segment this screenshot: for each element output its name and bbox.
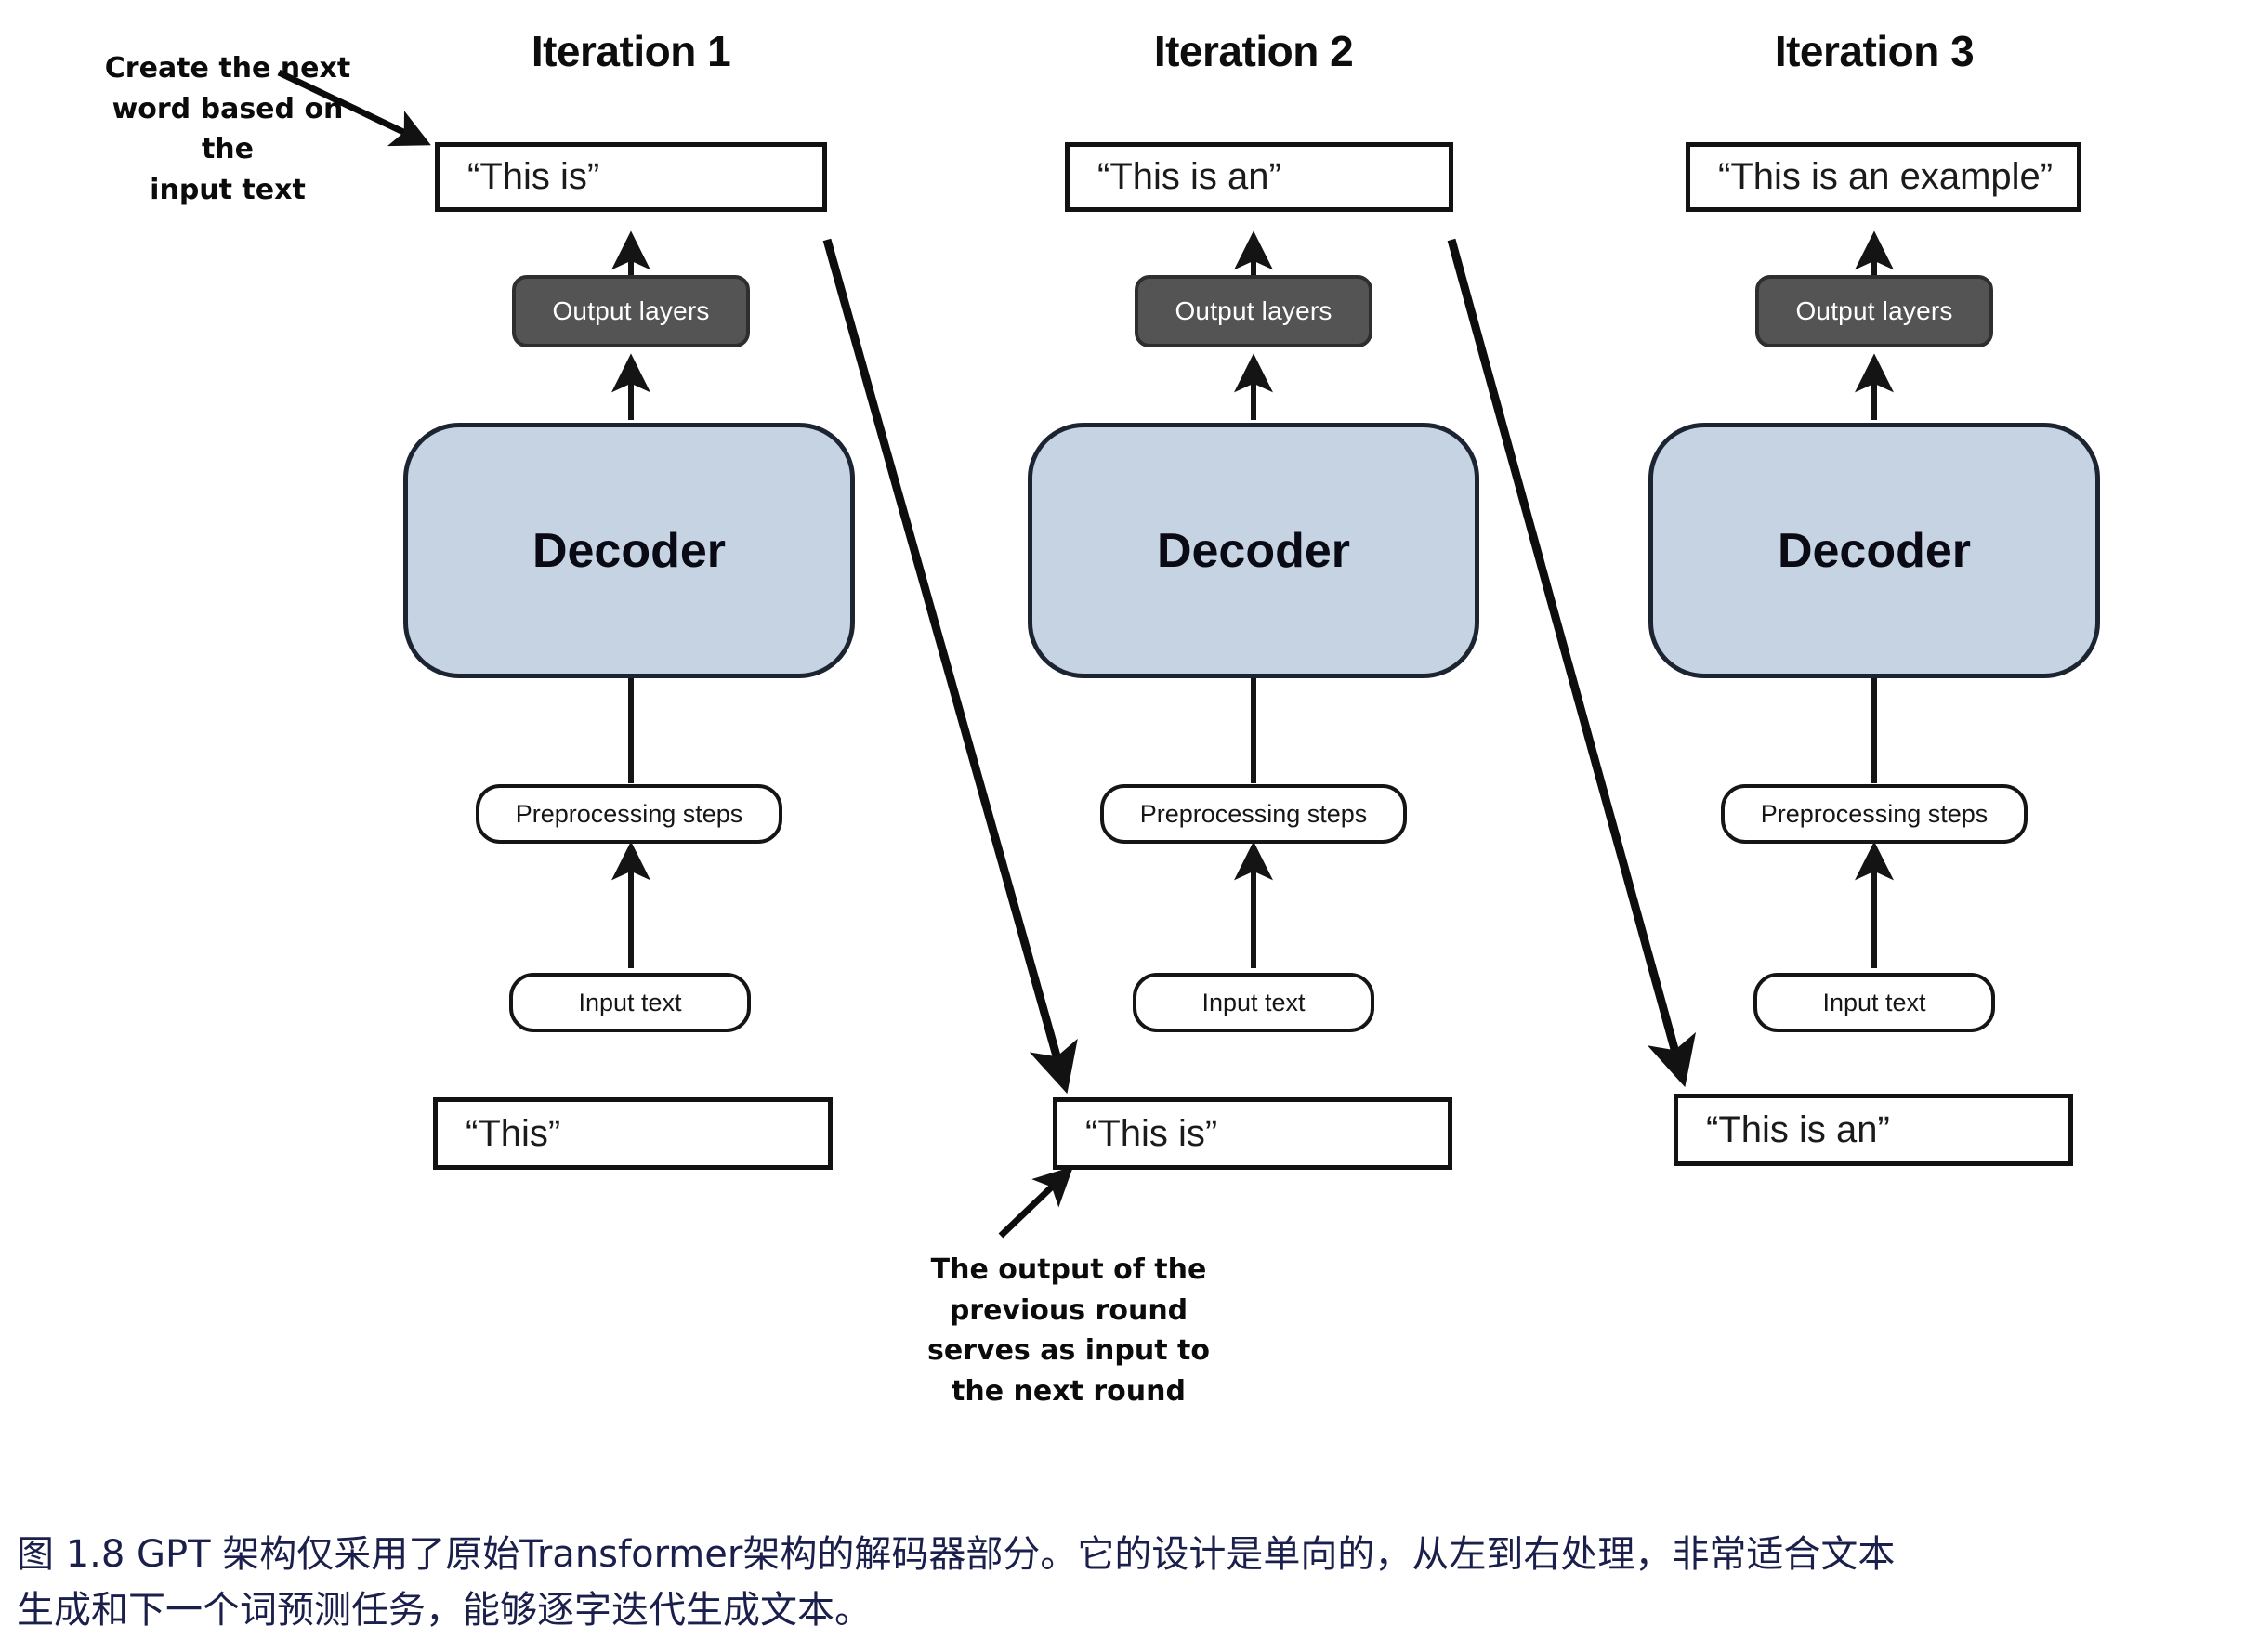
caption-line-1: 图 1.8 GPT 架构仅采用了原始Transformer架构的解码器部分。它的… bbox=[17, 1533, 1896, 1576]
iteration-3-decoder: Decoder bbox=[1648, 423, 2100, 678]
iteration-1-input-text: Input text bbox=[509, 973, 751, 1032]
iteration-3-input-string-box: “This is an” bbox=[1674, 1094, 2073, 1166]
iteration-2-output-textbox: “This is an” bbox=[1065, 142, 1453, 212]
iteration-2-input-string-box: “This is” bbox=[1053, 1097, 1452, 1170]
iteration-2-decoder: Decoder bbox=[1028, 423, 1479, 678]
iteration-2-preprocessing-steps: Preprocessing steps bbox=[1100, 784, 1407, 844]
column-title-iteration-2: Iteration 2 bbox=[1153, 27, 1354, 75]
column-title-iteration-1: Iteration 1 bbox=[531, 27, 731, 75]
iteration-1-preprocessing-steps: Preprocessing steps bbox=[476, 784, 782, 844]
iteration-1-output-textbox: “This is” bbox=[435, 142, 827, 212]
iteration-3-output-layers: Output layers bbox=[1755, 275, 1993, 347]
bottom-note-pointer-arrow bbox=[998, 1166, 1074, 1239]
iteration-3-input-text: Input text bbox=[1753, 973, 1995, 1032]
arrow-iteration1-output-to-iteration2-input bbox=[822, 238, 1078, 1095]
iteration-3-output-textbox: “This is an example” bbox=[1686, 142, 2081, 212]
output-serves-as-input-note: The output of the previous round serves … bbox=[927, 1253, 1210, 1408]
figure-caption: 图 1.8 GPT 架构仅采用了原始Transformer架构的解码器部分。它的… bbox=[17, 1527, 2247, 1638]
iteration-2-input-text: Input text bbox=[1133, 973, 1374, 1032]
iteration-2-output-layers: Output layers bbox=[1135, 275, 1372, 347]
iteration-1-input-string-box: “This” bbox=[433, 1097, 833, 1170]
arrow-iteration2-output-to-iteration3-input bbox=[1447, 238, 1697, 1088]
column-title-iteration-3: Iteration 3 bbox=[1774, 27, 1975, 75]
iteration-1-decoder: Decoder bbox=[403, 423, 855, 678]
iteration-1-output-layers: Output layers bbox=[512, 275, 750, 347]
create-next-word-note: Create the next word based on the input … bbox=[104, 52, 351, 206]
iteration-3-preprocessing-steps: Preprocessing steps bbox=[1721, 784, 2028, 844]
caption-line-2: 生成和下一个词预测任务，能够逐字迭代生成文本。 bbox=[17, 1589, 872, 1632]
